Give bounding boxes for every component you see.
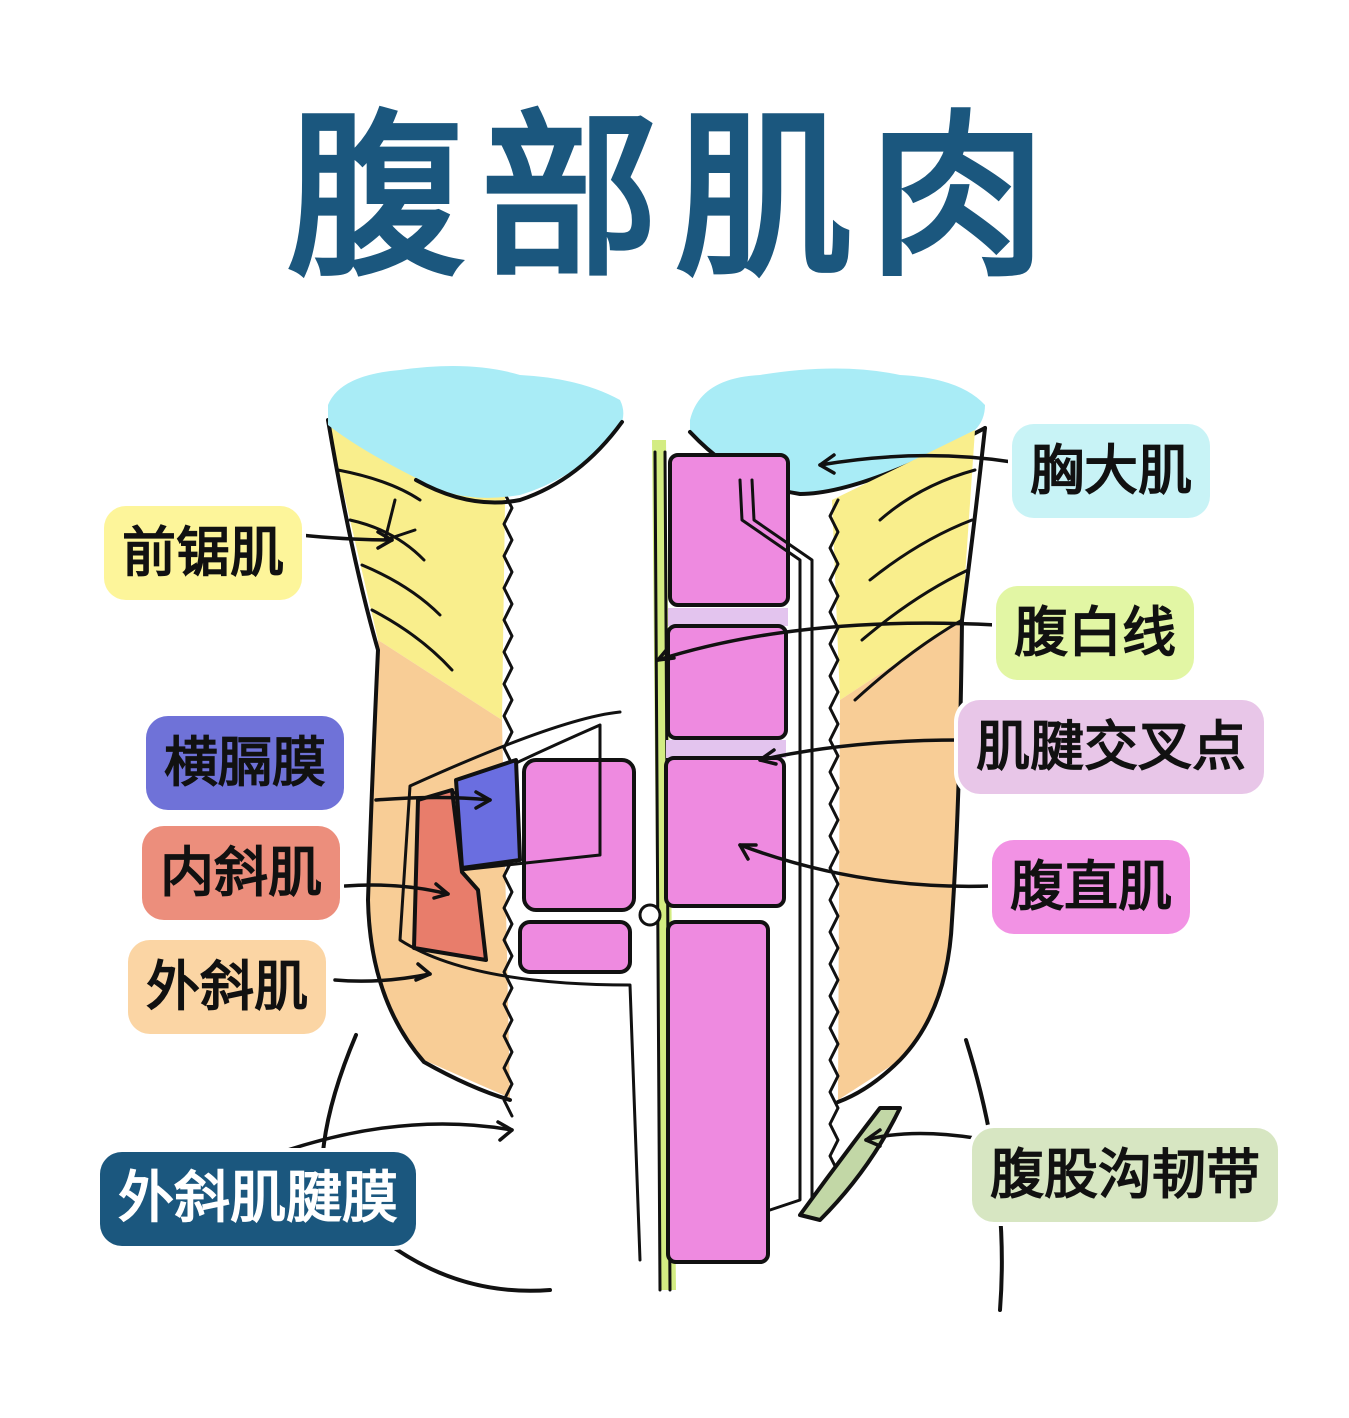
left-serratus-lines <box>336 468 454 672</box>
right-torso-outline <box>836 426 987 1104</box>
label-pectoralis-major: 胸大肌 <box>1012 424 1210 518</box>
rectus-segment-3 <box>664 756 786 908</box>
label-serratus-anterior: 前锯肌 <box>104 506 302 600</box>
label-inguinal-ligament: 腹股沟韧带 <box>972 1128 1278 1222</box>
label-linea-alba: 腹白线 <box>996 586 1194 680</box>
left-pectoral <box>328 366 624 498</box>
right-external-oblique-region <box>838 620 962 1100</box>
left-rectus-lower <box>518 920 632 974</box>
rectus-segment-2 <box>666 624 788 740</box>
internal-oblique <box>412 788 488 962</box>
page-title: 腹部肌肉 <box>286 94 1063 301</box>
label-external-oblique: 外斜肌 <box>128 940 326 1034</box>
label-tendinous-intersection: 肌腱交叉点 <box>958 700 1264 794</box>
left-rectus-upper <box>522 758 636 912</box>
navel <box>638 903 662 927</box>
right-serratus-lines <box>853 468 977 702</box>
tendinous-band-1 <box>668 608 788 626</box>
rectus-segment-1 <box>668 453 790 607</box>
transversus-abdominis <box>454 758 522 870</box>
label-rectus-abdominis: 腹直肌 <box>992 840 1190 934</box>
inguinal-ligament <box>798 1106 902 1222</box>
label-external-oblique-aponeurosis: 外斜肌腱膜 <box>100 1152 416 1246</box>
label-internal-oblique: 内斜肌 <box>142 826 340 920</box>
tendinous-band-2 <box>666 740 786 758</box>
label-transversus-abdominis: 横膈膜 <box>146 716 344 810</box>
right-serratus-edge <box>828 498 840 1174</box>
rectus-sheath-line <box>738 478 814 1212</box>
left-torso-outline <box>326 418 512 1102</box>
rectus-segment-4 <box>666 920 770 1264</box>
